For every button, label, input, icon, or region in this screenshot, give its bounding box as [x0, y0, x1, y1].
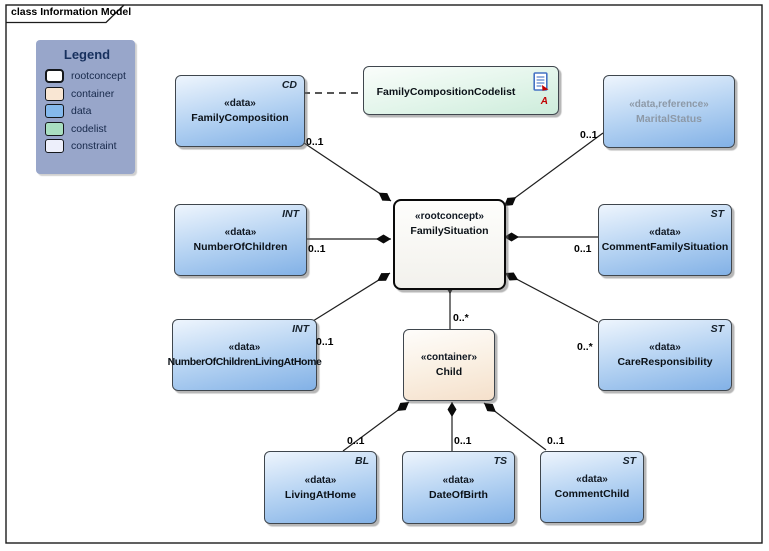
node-name: NumberOfChildren — [193, 241, 288, 253]
type-code: INT — [292, 323, 309, 335]
node-name: NumberOfChildrenLivingAtHome — [167, 356, 322, 368]
connector-maritalstatus-familysituation[interactable] — [503, 132, 604, 207]
linked-document-icon — [533, 72, 550, 98]
node-comment-family-situation[interactable]: ST «data» CommentFamilySituation — [598, 204, 732, 276]
node-family-situation[interactable]: «rootconcept» FamilySituation — [393, 199, 506, 290]
node-marital-status[interactable]: «data,reference» MaritalStatus — [603, 75, 735, 148]
connector-livingathome-child[interactable] — [342, 401, 410, 452]
type-code: ST — [622, 455, 636, 467]
legend-panel: Legend rootconcept container data codeli… — [36, 40, 135, 174]
node-care-responsibility[interactable]: ST «data» CareResponsibility — [598, 319, 732, 391]
node-living-at-home[interactable]: BL «data» LivingAtHome — [264, 451, 377, 524]
multiplicity-label: 0..1 — [306, 136, 324, 148]
multiplicity-label: 0..1 — [574, 243, 592, 255]
legend-item-data: data — [45, 104, 129, 118]
stereotype: «data» — [228, 342, 261, 353]
container-swatch-icon — [45, 86, 64, 101]
type-code: INT — [282, 208, 299, 220]
multiplicity-label: 0..1 — [316, 336, 334, 348]
node-number-of-children-living-at-home[interactable]: INT «data» NumberOfChildrenLivingAtHome — [168, 319, 322, 391]
node-name: FamilyCompositionCodelist — [376, 86, 516, 98]
legend-item-label: constraint — [71, 140, 117, 152]
legend-item-label: rootconcept — [71, 70, 126, 82]
node-name: CommentChild — [554, 488, 630, 500]
legend-item-label: container — [71, 87, 115, 100]
legend-item-constraint: constraint — [45, 139, 129, 153]
legend-item-codelist: codelist — [45, 121, 129, 136]
legend-item-label: codelist — [71, 122, 107, 135]
multiplicity-label: 0..* — [577, 341, 593, 353]
diagram-tab-outline — [6, 4, 125, 24]
node-family-composition-codelist[interactable]: FamilyCompositionCodelist A — [363, 66, 559, 115]
connector-commentchild-child[interactable] — [483, 402, 547, 451]
codelist-swatch-icon — [45, 121, 64, 136]
type-code: ST — [710, 208, 724, 220]
type-code: ST — [710, 323, 724, 335]
node-name: LivingAtHome — [284, 488, 357, 501]
data-swatch-icon — [45, 104, 64, 118]
multiplicity-label: 0..1 — [454, 435, 472, 447]
node-name: DateOfBirth — [429, 488, 488, 501]
multiplicity-label: 0..* — [453, 312, 469, 324]
multiplicity-label: 0..1 — [308, 243, 326, 255]
stereotype: «data» — [442, 474, 475, 486]
stereotype: «rootconcept» — [415, 211, 484, 222]
node-name: Child — [435, 366, 463, 378]
stereotype: «data» — [304, 474, 337, 486]
node-date-of-birth[interactable]: TS «data» DateOfBirth — [402, 451, 515, 524]
stereotype: «data» — [224, 98, 256, 109]
stereotype: «data» — [224, 227, 257, 238]
node-name: MaritalStatus — [636, 112, 702, 125]
rootconcept-swatch-icon — [45, 69, 64, 83]
node-family-composition[interactable]: CD «data» FamilyComposition — [175, 75, 305, 147]
stereotype: «container» — [420, 352, 478, 363]
node-comment-child[interactable]: ST «data» CommentChild — [540, 451, 644, 523]
diagram-frame-border — [5, 4, 763, 544]
legend-item-label: data — [71, 105, 92, 117]
legend-item-container: container — [45, 86, 129, 101]
type-code: CD — [281, 79, 297, 91]
multiplicity-label: 0..1 — [347, 435, 365, 447]
connector-familycomposition-familysituation[interactable] — [303, 142, 392, 202]
constraint-swatch-icon — [45, 139, 64, 153]
connector-careresponsibility-familysituation[interactable] — [504, 272, 599, 323]
node-name: FamilyComposition — [191, 112, 289, 124]
node-name: FamilySituation — [410, 225, 489, 237]
type-code: BL — [355, 455, 369, 467]
node-child[interactable]: «container» Child — [403, 329, 495, 401]
annotation-a: A — [540, 96, 548, 107]
node-number-of-children[interactable]: INT «data» NumberOfChildren — [174, 204, 307, 276]
node-name: CareResponsibility — [617, 356, 713, 368]
legend-item-rootconcept: rootconcept — [45, 69, 129, 83]
legend-title: Legend — [63, 47, 111, 62]
stereotype: «data,reference» — [629, 98, 709, 110]
connector-numberofchildrenlivingathome-familysituation[interactable] — [312, 272, 391, 322]
node-name: CommentFamilySituation — [601, 241, 729, 253]
multiplicity-label: 0..1 — [547, 435, 565, 447]
diagram-tab-label: class Information Model — [11, 6, 132, 18]
type-code: TS — [493, 455, 507, 467]
stereotype: «data» — [649, 342, 681, 353]
stereotype: «data» — [576, 474, 608, 485]
multiplicity-label: 0..1 — [580, 129, 598, 141]
stereotype: «data» — [649, 227, 681, 238]
